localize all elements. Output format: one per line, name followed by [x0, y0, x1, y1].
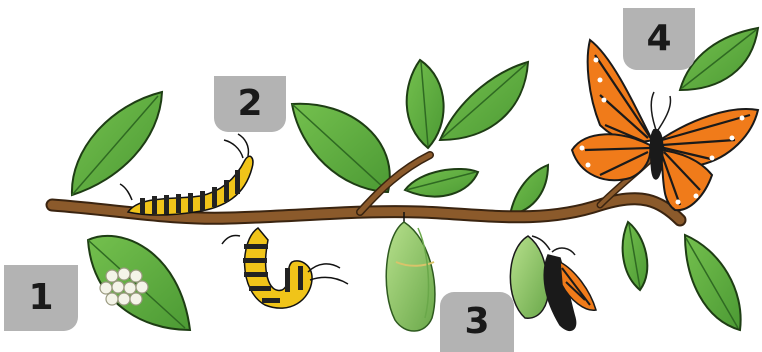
stage-label-1: 1	[4, 265, 78, 331]
chrysalis	[386, 212, 435, 331]
leaf	[407, 60, 444, 148]
leaf	[440, 62, 528, 140]
leaf	[72, 92, 162, 195]
egg-cluster	[100, 268, 148, 305]
caterpillar-hanging	[222, 228, 348, 308]
leaf	[623, 222, 648, 290]
stage-label-2: 2	[214, 76, 286, 132]
leaf	[292, 104, 390, 192]
leaf	[685, 235, 741, 330]
stage-label-3: 3	[440, 292, 514, 352]
leaf	[405, 169, 478, 196]
leaf	[510, 165, 548, 215]
emerging-butterfly	[510, 236, 596, 330]
stage-label-4: 4	[623, 8, 695, 70]
